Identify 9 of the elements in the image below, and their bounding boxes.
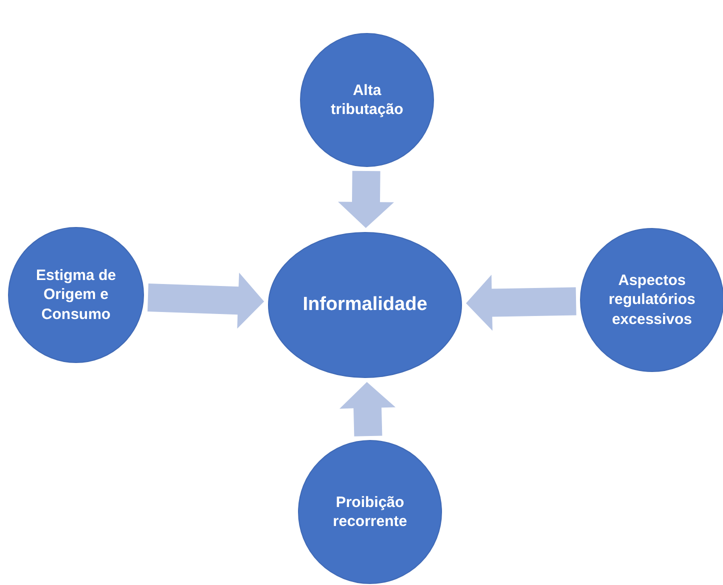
block-arrow [340,382,396,436]
node-label: Estigma de Origem e Consumo [34,266,118,324]
block-arrow [466,274,576,331]
node-label: Alta tributação [330,80,404,120]
node-label: Aspectos regulatórios excessivos [608,270,696,330]
block-arrow [148,272,264,329]
block-arrow [338,170,394,228]
node-label: Proibição recorrente [332,492,408,532]
node-label: Informalidade [302,292,428,317]
